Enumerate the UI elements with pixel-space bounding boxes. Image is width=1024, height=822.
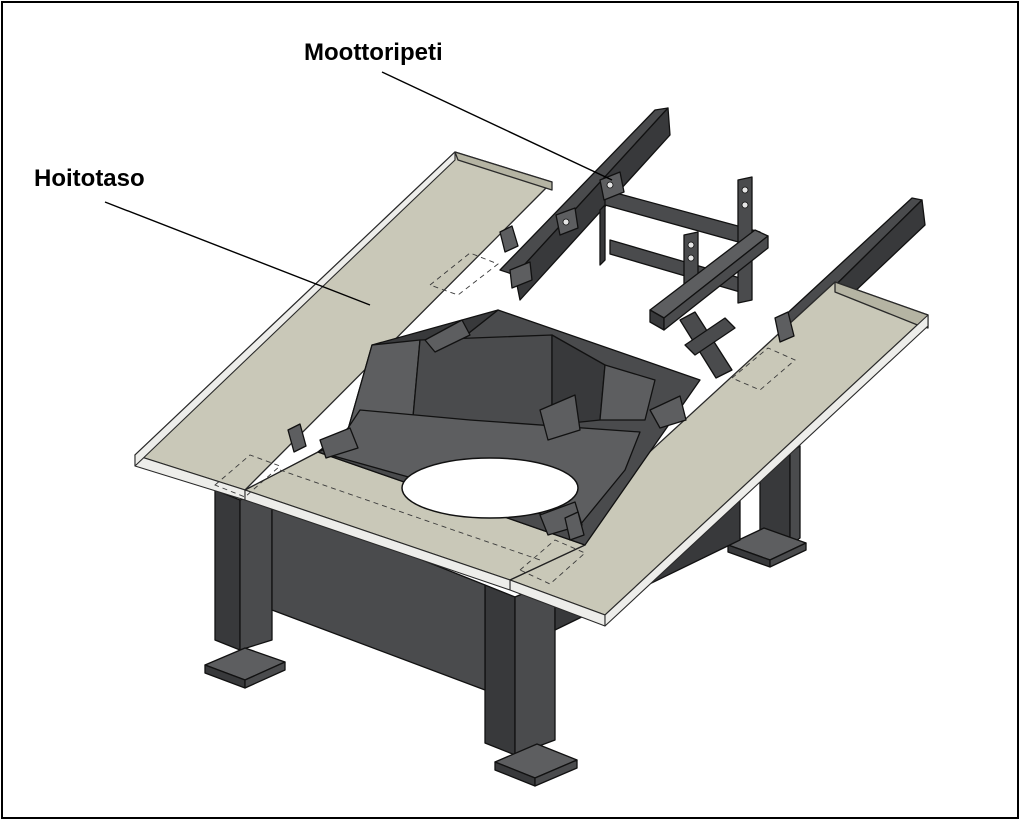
callout-service-platform: Hoitotaso bbox=[34, 165, 371, 306]
label-service-platform: Hoitotaso bbox=[34, 165, 145, 192]
callout-engine-bed: Moottoripeti bbox=[304, 39, 613, 181]
label-engine-bed: Moottoripeti bbox=[304, 39, 443, 66]
leader-line-engine-bed bbox=[381, 71, 613, 181]
engine-bed-frame bbox=[499, 107, 926, 379]
leader-line-service-platform bbox=[104, 201, 371, 306]
service-platform bbox=[134, 151, 929, 627]
